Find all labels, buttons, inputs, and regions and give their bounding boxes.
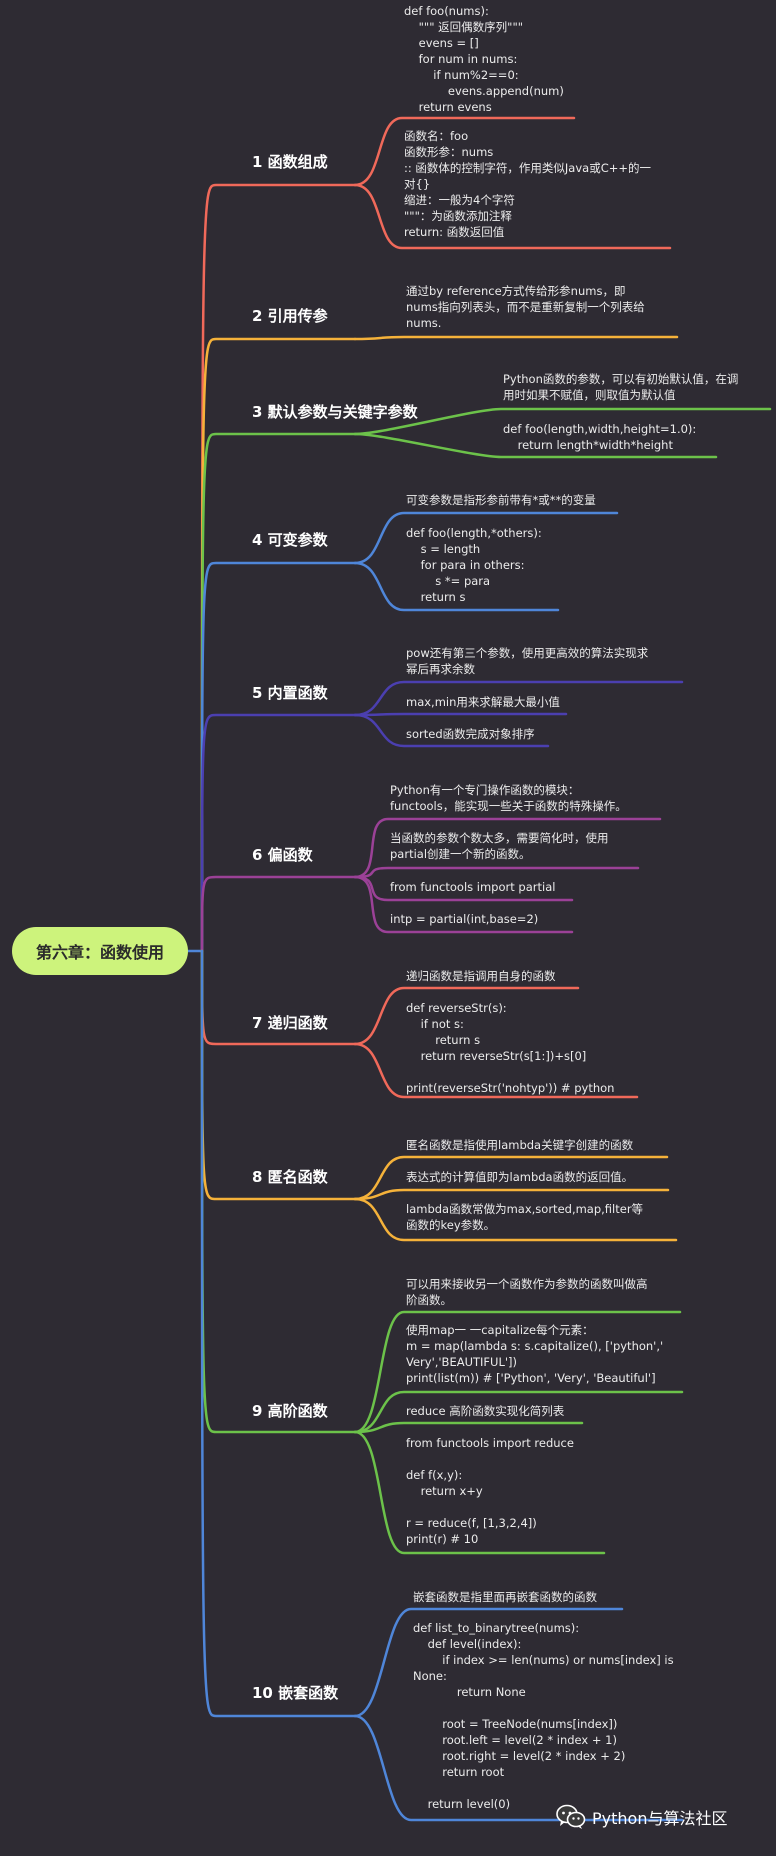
leaf-text: Python有一个专门操作函数的模块： functools，能实现一些关于函数的… (390, 783, 627, 813)
leaf-text: 递归函数是指调用自身的函数 (406, 969, 556, 983)
leaf-text: Python函数的参数，可以有初始默认值，在调 用时如果不赋值，则取值为默认值 (503, 372, 739, 402)
watermark: Python与算法社区 (556, 1804, 727, 1830)
leaf-text: max,min用来求解最大最小值 (406, 695, 560, 709)
branch-title: 5 内置函数 (252, 684, 328, 702)
leaf-connector (353, 335, 679, 341)
branch-connector (200, 561, 357, 953)
leaf-text: def reverseStr(s): if not s: return s re… (406, 1001, 615, 1095)
leaf-text: def foo(nums): """ 返回偶数序列""" evens = [] … (404, 4, 564, 114)
leaf-text: pow还有第三个参数，使用更高效的算法实现求 幂后再求余数 (406, 646, 649, 676)
leaf-text: 可以用来接收另一个函数作为参数的函数叫做高 阶函数。 (406, 1277, 648, 1307)
branch-title: 3 默认参数与关键字参数 (252, 403, 418, 421)
watermark-text: Python与算法社区 (592, 1809, 728, 1828)
branch-title: 7 递归函数 (252, 1014, 328, 1032)
wechat-icon (556, 1804, 586, 1829)
leaf-text: intp = partial(int,base=2) (390, 912, 539, 926)
leaf-text: 当函数的参数个数太多，需要简化时，使用 partial创建一个新的函数。 (390, 831, 609, 861)
branch-connector (200, 713, 357, 953)
leaf-connector (353, 1421, 584, 1434)
leaf-text: 匿名函数是指使用lambda关键字创建的函数 (406, 1138, 634, 1152)
leaf-text: 通过by reference方式传给形参nums，即 nums指向列表头，而不是… (406, 284, 645, 330)
branch-title: 4 可变参数 (252, 531, 328, 549)
branch-connector (200, 875, 357, 953)
leaf-text: reduce 高阶函数实现化简列表 (406, 1404, 565, 1418)
branch-title: 6 偏函数 (252, 846, 313, 864)
leaf-text: 嵌套函数是指里面再嵌套函数的函数 (413, 1590, 597, 1604)
leaf-text: 可变参数是指形参前带有*或**的变量 (406, 493, 596, 507)
root-node: 第六章：函数使用 (12, 927, 188, 975)
leaf-text: sorted函数完成对象排序 (406, 727, 535, 741)
leaf-text: from functools import reduce def f(x,y):… (406, 1436, 574, 1546)
leaf-text: lambda函数常做为max,sorted,map,filter等 函数的key… (406, 1202, 644, 1232)
leaf-connector (353, 866, 640, 879)
leaf-text: def list_to_binarytree(nums): def level(… (413, 1621, 674, 1811)
branch-connector (200, 949, 357, 1201)
leaf-connector (353, 712, 568, 717)
branch-title: 10 嵌套函数 (252, 1684, 339, 1702)
branch-title: 8 匿名函数 (252, 1168, 328, 1186)
branch-title: 1 函数组成 (252, 153, 328, 171)
leaf-connector (353, 1188, 670, 1201)
leaf-text: 函数名：foo 函数形参：nums :: 函数体的控制字符，作用类似Java或C… (404, 129, 651, 239)
leaf-text: from functools import partial (390, 880, 556, 894)
leaf-text: 使用map一 一capitalize每个元素： m = map(lambda s… (406, 1323, 664, 1385)
leaf-text: def foo(length,*others): s = length for … (406, 526, 542, 604)
branch-connector (200, 949, 357, 1718)
leaf-text: def foo(length,width,height=1.0): return… (503, 422, 697, 452)
branch-title: 2 引用传参 (252, 307, 328, 325)
leaf-text: 表达式的计算值即为lambda函数的返回值。 (406, 1170, 634, 1184)
branch-connector (200, 183, 357, 953)
branch-title: 9 高阶函数 (252, 1402, 328, 1420)
